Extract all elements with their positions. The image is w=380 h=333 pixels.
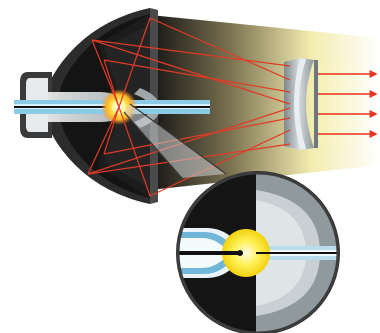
magnified-arc-view	[176, 171, 340, 333]
